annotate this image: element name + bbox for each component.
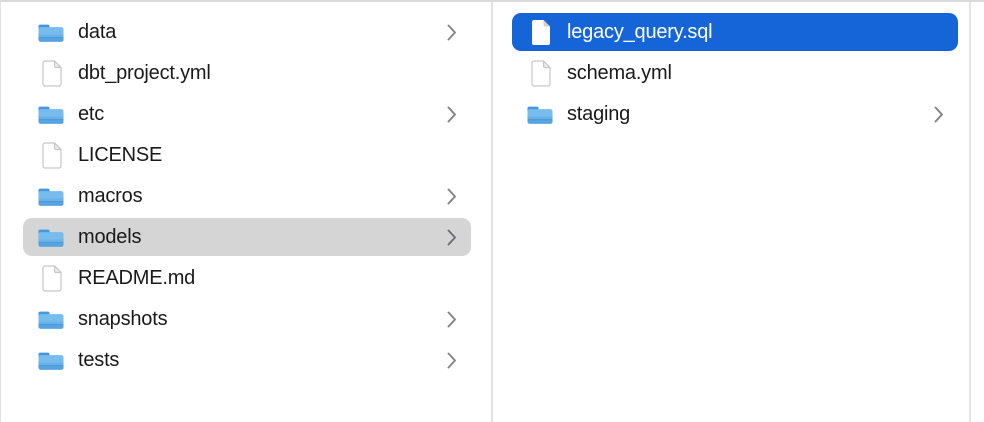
chevron-right-icon [934, 106, 944, 123]
item-label: macros [78, 184, 143, 207]
chevron-right-icon [447, 229, 457, 246]
document-icon [526, 18, 554, 46]
finder-column-current: legacy_query.sql schema.yml staging [493, 2, 969, 422]
file-row-legacy-query-sql[interactable]: legacy_query.sql [512, 13, 958, 51]
chevron-right-icon [447, 311, 457, 328]
folder-icon [37, 18, 65, 46]
file-row-readme-md[interactable]: README.md [23, 259, 471, 297]
item-label: etc [78, 102, 105, 125]
chevron-right-icon [447, 24, 457, 41]
document-icon [37, 141, 65, 169]
document-icon [526, 59, 554, 87]
file-row-data[interactable]: data [23, 13, 471, 51]
item-label: snapshots [78, 307, 168, 330]
finder-column-parent: data dbt_project.yml etc LICENSE macros … [1, 2, 491, 422]
document-icon [37, 264, 65, 292]
item-label: dbt_project.yml [78, 61, 211, 84]
item-label: legacy_query.sql [567, 20, 713, 43]
column-divider [969, 2, 971, 422]
file-row-dbt-project-yml[interactable]: dbt_project.yml [23, 54, 471, 92]
item-label: schema.yml [567, 61, 672, 84]
folder-icon [37, 305, 65, 333]
chevron-right-icon [447, 352, 457, 369]
file-row-license[interactable]: LICENSE [23, 136, 471, 174]
item-label: models [78, 225, 142, 248]
item-label: LICENSE [78, 143, 163, 166]
document-icon [37, 59, 65, 87]
chevron-right-icon [447, 106, 457, 123]
file-row-schema-yml[interactable]: schema.yml [512, 54, 958, 92]
folder-icon [37, 346, 65, 374]
item-label: staging [567, 102, 631, 125]
file-row-models[interactable]: models [23, 218, 471, 256]
folder-icon [37, 223, 65, 251]
item-label: README.md [78, 266, 196, 289]
item-label: tests [78, 348, 120, 371]
file-row-staging[interactable]: staging [512, 95, 958, 133]
chevron-right-icon [447, 188, 457, 205]
file-row-macros[interactable]: macros [23, 177, 471, 215]
folder-icon [526, 100, 554, 128]
file-row-snapshots[interactable]: snapshots [23, 300, 471, 338]
folder-icon [37, 100, 65, 128]
file-row-tests[interactable]: tests [23, 341, 471, 379]
finder-column-empty [971, 2, 984, 422]
file-row-etc[interactable]: etc [23, 95, 471, 133]
item-label: data [78, 20, 117, 43]
folder-icon [37, 182, 65, 210]
column-divider [491, 2, 493, 422]
